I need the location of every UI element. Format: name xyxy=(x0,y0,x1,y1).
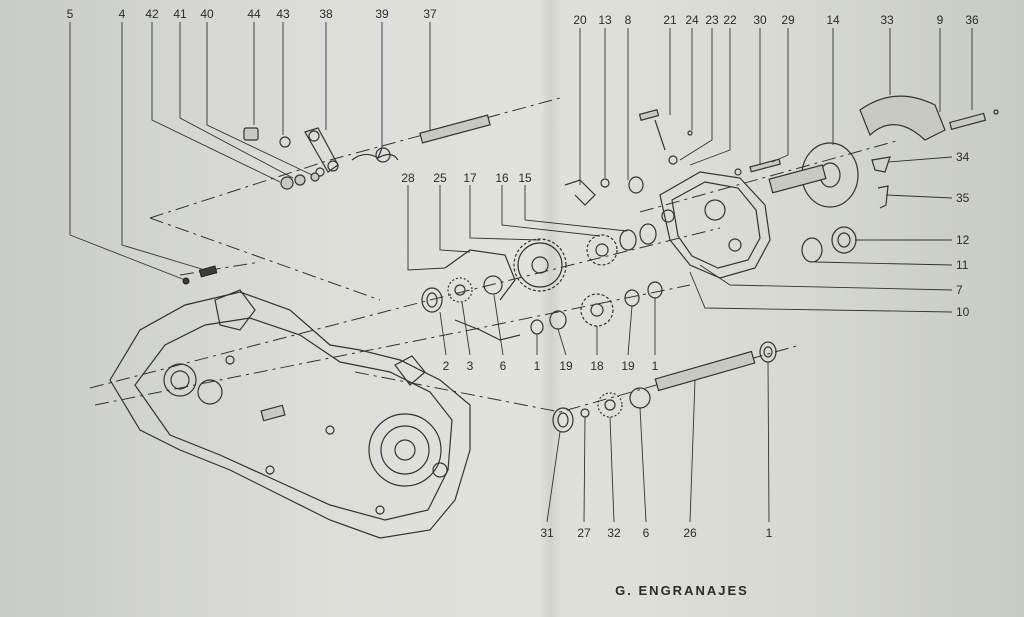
callout-4: 4 xyxy=(119,7,126,21)
callout-1-left: 1 xyxy=(534,359,541,373)
callout-20: 20 xyxy=(573,13,587,27)
callout-1-center: 1 xyxy=(652,359,659,373)
callout-10: 10 xyxy=(956,305,970,319)
callout-19-left: 19 xyxy=(559,359,573,373)
callout-30: 30 xyxy=(753,13,767,27)
callout-36: 36 xyxy=(965,13,979,27)
callout-25: 25 xyxy=(433,171,447,185)
callout-24: 24 xyxy=(685,13,699,27)
leader-lines xyxy=(69,22,973,523)
callout-18: 18 xyxy=(590,359,604,373)
callout-1-bottom: 1 xyxy=(766,526,773,540)
callout-6-upper: 6 xyxy=(500,359,507,373)
callout-13: 13 xyxy=(598,13,612,27)
assembly-axes xyxy=(89,97,901,413)
callout-labels: 5 4 42 41 40 44 43 38 39 37 20 13 8 21 2… xyxy=(67,7,979,540)
callout-40: 40 xyxy=(200,7,214,21)
callout-44: 44 xyxy=(247,7,261,21)
callout-5: 5 xyxy=(67,7,74,21)
callout-35: 35 xyxy=(956,191,970,205)
callout-39: 39 xyxy=(375,7,389,21)
callout-38: 38 xyxy=(319,7,333,21)
gear-housing xyxy=(638,109,782,279)
callout-16: 16 xyxy=(495,171,509,185)
callout-2: 2 xyxy=(443,359,450,373)
callout-29: 29 xyxy=(781,13,795,27)
callout-22: 22 xyxy=(723,13,737,27)
callout-41: 41 xyxy=(173,7,187,21)
callout-34: 34 xyxy=(956,150,970,164)
linkage-parts xyxy=(182,114,491,285)
callout-14: 14 xyxy=(826,13,840,27)
callout-7: 7 xyxy=(956,283,963,297)
callout-32: 32 xyxy=(607,526,621,540)
callout-28: 28 xyxy=(401,171,415,185)
callout-23: 23 xyxy=(705,13,719,27)
right-side-parts xyxy=(768,95,999,263)
callout-21: 21 xyxy=(663,13,677,27)
crankcase-cover xyxy=(109,289,471,539)
callout-33: 33 xyxy=(880,13,894,27)
callout-3: 3 xyxy=(467,359,474,373)
figure-caption: G. ENGRANAJES xyxy=(615,583,749,598)
callout-19-right: 19 xyxy=(621,359,635,373)
callout-9: 9 xyxy=(937,13,944,27)
callout-11: 11 xyxy=(956,258,969,272)
callout-26: 26 xyxy=(683,526,697,540)
page-fold xyxy=(540,0,562,617)
callout-42: 42 xyxy=(145,7,159,21)
gear-train xyxy=(421,176,663,341)
callout-37: 37 xyxy=(423,7,437,21)
callout-8: 8 xyxy=(625,13,632,27)
callout-31: 31 xyxy=(540,526,554,540)
callout-12: 12 xyxy=(956,233,970,247)
output-shaft xyxy=(552,341,777,433)
callout-17: 17 xyxy=(463,171,477,185)
callout-27: 27 xyxy=(577,526,591,540)
callout-43: 43 xyxy=(276,7,290,21)
callout-6-lower: 6 xyxy=(643,526,650,540)
callout-15: 15 xyxy=(518,171,532,185)
